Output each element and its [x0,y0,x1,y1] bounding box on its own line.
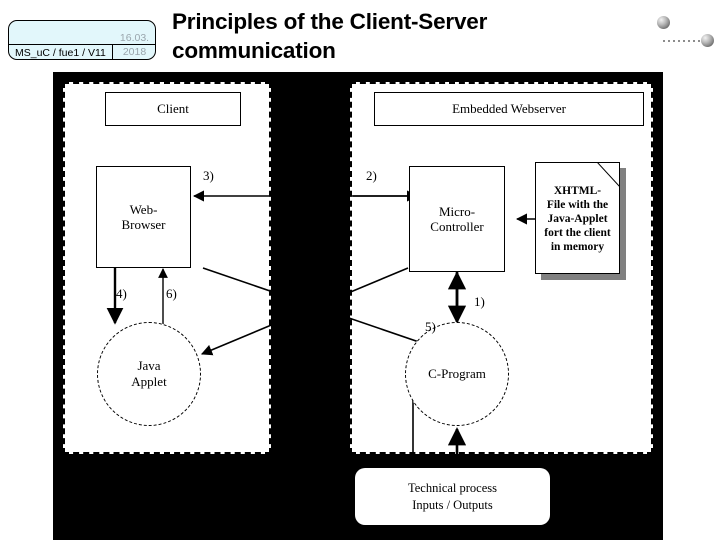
technical-process-line2: Inputs / Outputs [412,497,493,512]
web-browser-label-line1: Web- [129,201,158,217]
xhtml-document-text: XHTML- File with the Java-Applet fort th… [537,184,618,254]
connector-label-5: 5) [425,319,436,334]
connector-label-4: 4) [116,286,127,301]
document-page-icon [535,162,620,274]
stamp-horizontal-divider [9,44,155,45]
stamp-vertical-divider [112,44,113,59]
sphere-icon-upper [657,16,670,29]
document-fold-icon [597,162,620,187]
node-c-program: C-Program [405,322,509,426]
web-browser-label-line2: Browser [121,217,166,232]
xhtml-doc-line5: in memory [550,241,605,254]
xhtml-doc-line4: fort the client [544,227,611,240]
xhtml-doc-line1: XHTML- [553,185,602,197]
header-stamp-box: 16.03. 2018 MS_uC / fue1 / V11 [8,20,156,60]
java-applet-label-line1: Java [137,358,161,374]
xhtml-doc-line3: Java-Applet [547,213,608,226]
micro-controller-label-line1: Micro- [438,203,476,219]
connector-label-6: 6) [166,286,177,301]
stamp-date-day-month: 16.03. [119,32,150,44]
micro-controller-label-line2: Controller [430,219,484,234]
node-micro-controller: Micro- Controller [409,166,505,272]
stamp-document-id: MS_uC / fue1 / V11 [15,47,106,59]
dotted-line-icon [663,40,703,42]
xhtml-doc-line2: File with the [546,199,609,212]
node-java-applet: Java Applet [97,322,201,426]
node-xhtml-document: XHTML- File with the Java-Applet fort th… [535,162,626,280]
diagram-canvas: Client Web- Browser Java Applet Embedded… [53,72,663,540]
sphere-icon-lower [701,34,714,47]
node-embedded-webserver: Embedded Webserver [374,92,644,126]
connector-label-2: 2) [366,168,377,183]
connector-label-3: 3) [203,168,214,183]
node-web-browser: Web- Browser [96,166,191,268]
node-technical-process: Technical process Inputs / Outputs [355,468,550,525]
stamp-date-year: 2018 [122,46,147,58]
java-applet-label-line2: Applet [131,374,167,389]
connector-label-1: 1) [474,294,485,309]
technical-process-line1: Technical process [407,481,497,496]
page-title: Principles of the Client-Server communic… [172,9,488,63]
node-client-title: Client [105,92,241,126]
